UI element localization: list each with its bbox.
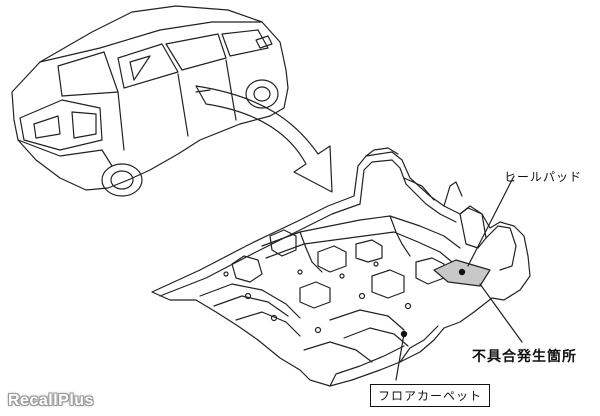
watermark-logo: RecallPlus xyxy=(8,392,94,409)
heel-pad-marker xyxy=(458,268,466,276)
heel-pad-label: ヒールパッド xyxy=(504,170,583,184)
defect-location-label: 不具合発生箇所 xyxy=(472,349,577,365)
leader-lines xyxy=(395,175,523,381)
floor-carpet-illustration xyxy=(151,147,531,387)
floor-carpet-label: フロアカーペット xyxy=(370,384,491,407)
car-illustration xyxy=(11,5,289,197)
carpet-marker xyxy=(400,330,408,338)
pointer-arrow-icon xyxy=(195,85,333,193)
